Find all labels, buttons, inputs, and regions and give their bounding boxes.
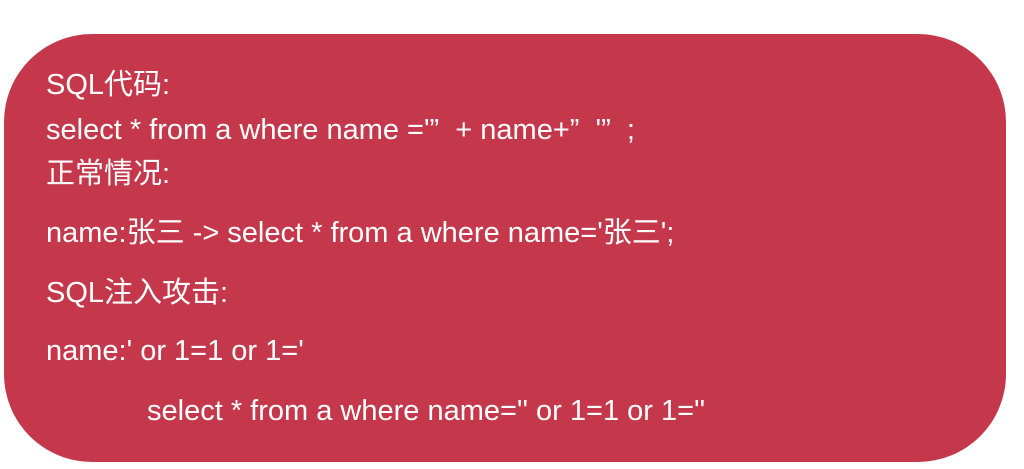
normal-case-heading: 正常情况: — [46, 158, 171, 190]
sql-code-heading: SQL代码: — [46, 69, 171, 101]
sql-code-line: select * from a where name ='” + name+” … — [46, 114, 635, 146]
injection-result-query: select * from a where name='' or 1=1 or … — [147, 395, 706, 427]
sql-injection-explanation-panel: SQL代码: select * from a where name ='” + … — [4, 34, 1006, 462]
injection-input: name:' or 1=1 or 1=' — [46, 335, 304, 367]
normal-case-example: name:张三 -> select * from a where name='张… — [46, 217, 675, 249]
injection-heading: SQL注入攻击: — [46, 277, 229, 309]
